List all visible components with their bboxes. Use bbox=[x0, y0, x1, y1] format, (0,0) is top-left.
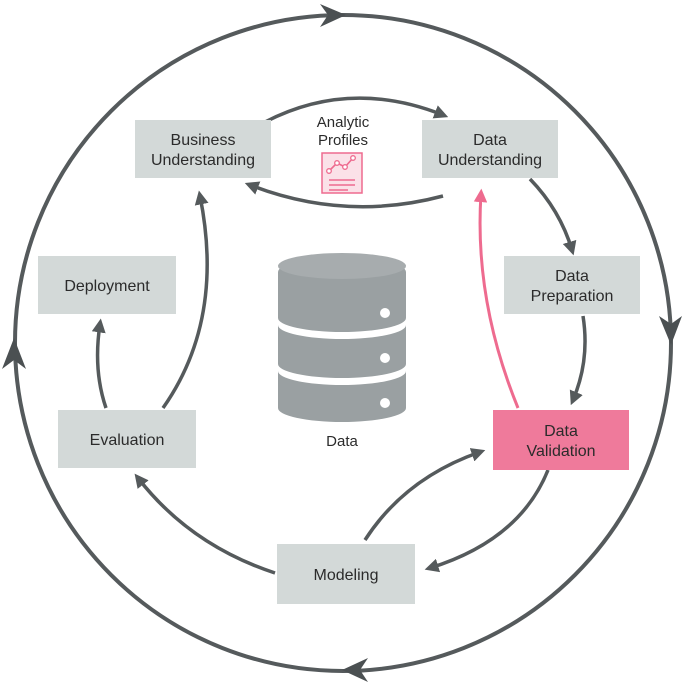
analytic-profile-document-icon bbox=[321, 152, 363, 194]
data-validation-line1: Data bbox=[544, 423, 578, 440]
modeling-label: Modeling bbox=[314, 567, 379, 584]
node-data-validation: Data Validation bbox=[493, 410, 629, 470]
node-data-understanding: Data Understanding bbox=[422, 120, 558, 178]
arrow-business-to-data-understanding bbox=[264, 96, 449, 124]
database-icon bbox=[278, 253, 406, 422]
analytic-profiles: Analytic Profiles bbox=[317, 114, 370, 194]
analytic-profiles-line2: Profiles bbox=[318, 132, 368, 149]
arrow-validation-to-modeling bbox=[424, 469, 550, 573]
data-understanding-line2: Understanding bbox=[438, 152, 542, 169]
outer-cycle bbox=[2, 4, 682, 682]
inner-arrows bbox=[91, 96, 587, 575]
node-modeling: Modeling bbox=[277, 544, 415, 604]
arrow-data-understanding-to-business bbox=[244, 181, 444, 209]
arrow-validation-to-understanding bbox=[473, 188, 520, 409]
analytic-profiles-line1: Analytic bbox=[317, 114, 370, 131]
arrow-evaluation-to-deployment bbox=[91, 318, 108, 409]
business-understanding-line1: Business bbox=[171, 132, 236, 149]
outer-arrow-bottom-icon bbox=[342, 658, 368, 682]
arrow-understanding-to-preparation bbox=[528, 177, 577, 256]
node-business-understanding: Business Understanding bbox=[135, 120, 271, 178]
arrow-evaluation-to-business bbox=[161, 190, 209, 410]
outer-arrow-right-icon bbox=[659, 316, 682, 345]
arrow-preparation-to-validation bbox=[569, 315, 587, 406]
outer-arrow-left-icon bbox=[2, 338, 26, 369]
evaluation-label: Evaluation bbox=[90, 432, 165, 449]
node-evaluation: Evaluation bbox=[58, 410, 196, 468]
data-validation-line2: Validation bbox=[526, 443, 595, 460]
data-preparation-line2: Preparation bbox=[531, 288, 614, 305]
outer-arrow-top-icon bbox=[320, 4, 346, 27]
data-understanding-line1: Data bbox=[473, 132, 507, 149]
node-data-preparation: Data Preparation bbox=[504, 256, 640, 314]
node-deployment: Deployment bbox=[38, 256, 176, 314]
arrow-modeling-to-validation bbox=[363, 448, 486, 541]
data-preparation-line1: Data bbox=[555, 268, 589, 285]
business-understanding-line2: Understanding bbox=[151, 152, 255, 169]
deployment-label: Deployment bbox=[64, 278, 150, 295]
arrow-modeling-to-evaluation bbox=[134, 473, 276, 575]
data-center-label: Data bbox=[326, 433, 358, 450]
